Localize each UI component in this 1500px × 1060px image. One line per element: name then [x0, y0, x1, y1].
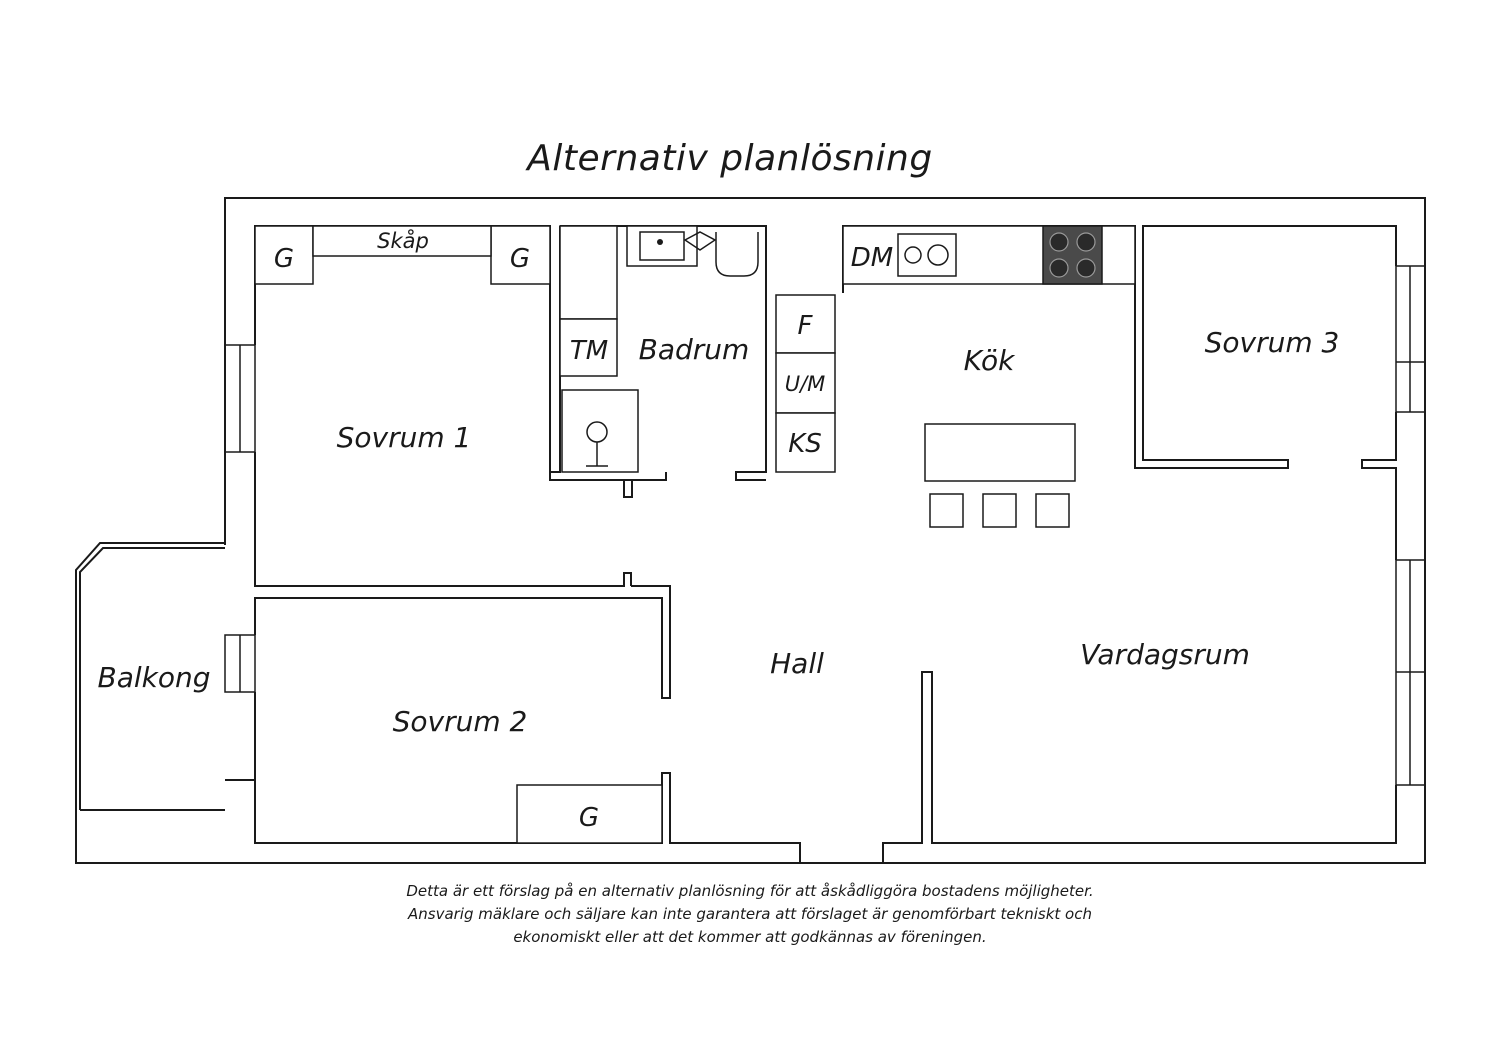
stool — [982, 493, 1017, 528]
room-label-kok: Kök — [964, 344, 1016, 377]
label-dm: DM — [851, 243, 893, 273]
label-g-sovrum2: G — [579, 803, 599, 833]
label-um: U/M — [785, 372, 826, 396]
label-ks: KS — [788, 429, 822, 459]
kitchen-sink-icon — [897, 233, 957, 277]
disclaimer-line-1: Detta är ett förslag på en alternativ pl… — [406, 882, 1094, 900]
room-label-badrum: Badrum — [639, 333, 750, 366]
hall-appliances — [775, 294, 836, 473]
room-label-sovrum2: Sovrum 2 — [393, 705, 528, 738]
label-skap: Skåp — [377, 228, 429, 253]
windows — [224, 265, 1426, 786]
kitchen-island — [924, 423, 1076, 528]
outer-walls — [75, 197, 1426, 864]
disclaimer-line-3: ekonomiskt eller att det kommer att godk… — [513, 928, 987, 946]
stove-icon — [1042, 225, 1103, 285]
room-label-hall: Hall — [770, 647, 824, 680]
shower-icon — [586, 421, 608, 443]
disclaimer: Detta är ett förslag på en alternativ pl… — [300, 880, 1200, 949]
label-g-right: G — [510, 244, 530, 274]
room-label-sovrum3: Sovrum 3 — [1205, 326, 1340, 359]
toilet-icon — [715, 232, 759, 277]
stool — [929, 493, 964, 528]
label-f: F — [798, 311, 814, 341]
disclaimer-line-2: Ansvarig mäklare och säljare kan inte ga… — [407, 905, 1092, 923]
shower-area — [561, 389, 639, 473]
room-label-balkong: Balkong — [97, 661, 210, 694]
wardrobes-sovrum1 — [254, 225, 551, 285]
label-tm: TM — [570, 336, 608, 366]
label-g-left: G — [274, 244, 294, 274]
bathroom-fixtures — [559, 225, 759, 473]
kitchen-counter — [842, 225, 1136, 285]
plan-title: Alternativ planlösning — [527, 138, 933, 179]
wardrobe-sovrum2 — [516, 784, 663, 844]
room-label-vardagsrum: Vardagsrum — [1080, 638, 1250, 671]
room-label-sovrum1: Sovrum 1 — [337, 421, 472, 454]
stool — [1035, 493, 1070, 528]
